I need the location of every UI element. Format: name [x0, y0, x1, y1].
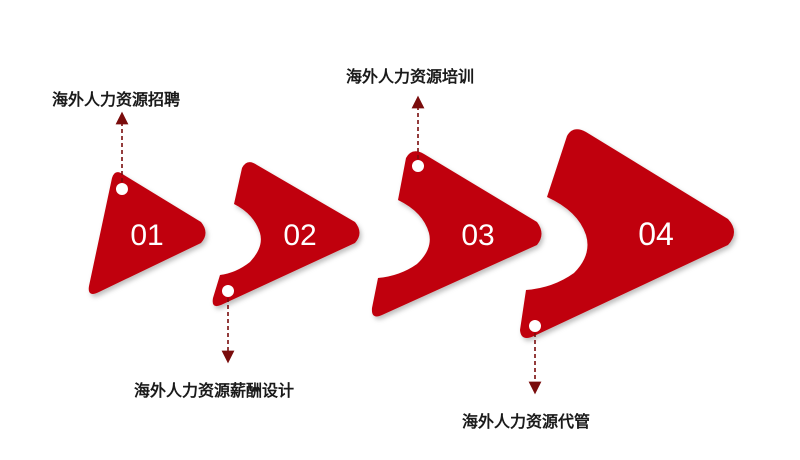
step-3-group: 03 [371, 95, 542, 317]
step-3-shape [371, 151, 542, 317]
step-3-marker [412, 160, 424, 172]
step-1-group: 01 [88, 111, 206, 294]
step-2-marker [222, 285, 234, 297]
step-2-group: 02 [212, 162, 360, 364]
step-2-number: 02 [283, 219, 316, 252]
step-1-number: 01 [130, 219, 163, 252]
step-1-shape [88, 172, 206, 294]
step-2-label: 海外人力资源薪酬设计 [134, 381, 295, 400]
step-4-marker [529, 320, 541, 332]
step-4-label: 海外人力资源代管 [462, 412, 591, 431]
step-1-label: 海外人力资源招聘 [52, 90, 181, 109]
step-3-label: 海外人力资源培训 [346, 67, 475, 86]
step-2-shape [212, 162, 360, 307]
step-3-number: 03 [461, 219, 494, 252]
step-1-marker [116, 183, 128, 195]
step-4-number: 04 [638, 216, 674, 252]
step-4-shape [520, 129, 734, 338]
step-4-group: 04 [520, 129, 734, 395]
